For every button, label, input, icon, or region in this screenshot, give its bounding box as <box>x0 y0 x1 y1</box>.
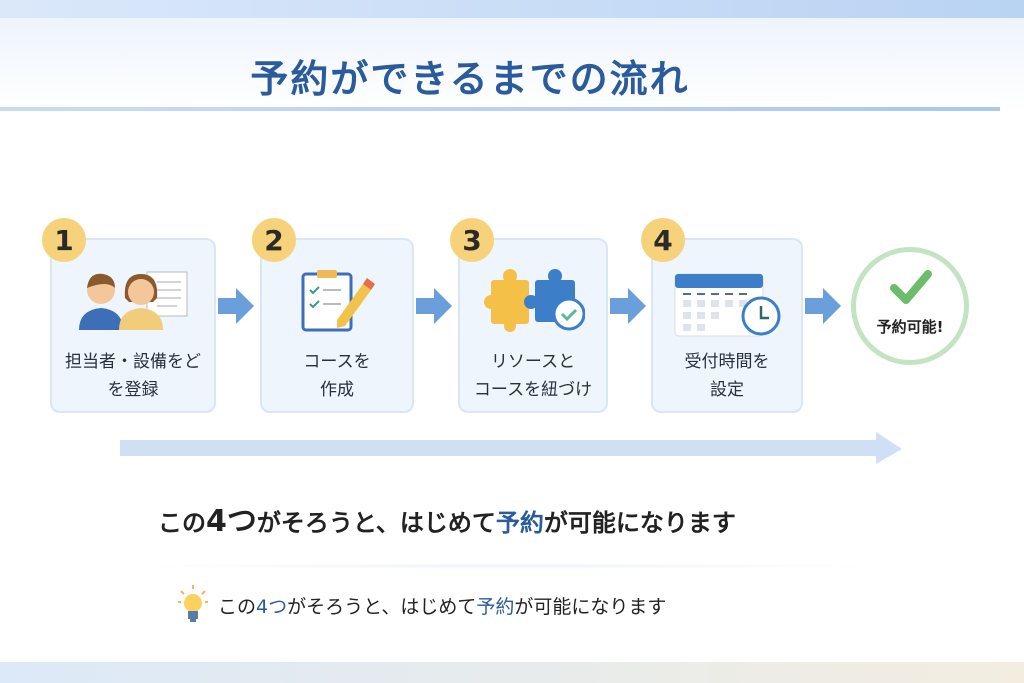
step-number-badge-1: 1 <box>42 218 86 262</box>
tip-part: が可能になります <box>514 595 667 618</box>
tip-part: この <box>218 595 257 618</box>
tip-highlight-count: 4つ <box>256 595 288 618</box>
msg-part: この <box>158 509 206 537</box>
check-icon <box>890 270 932 304</box>
lightbulb-icon <box>178 585 208 622</box>
step-1-label-line2: を登録 <box>107 380 159 400</box>
arrow-right-icon <box>416 288 452 324</box>
step-card-3: リソースとコースを紐づけ <box>458 238 608 413</box>
step-number-badge-2: 2 <box>252 218 296 262</box>
step-card-2: コースを作成 <box>260 238 414 413</box>
people-icon <box>77 268 189 336</box>
step-number-badge-3: 3 <box>450 218 494 262</box>
msg-highlight-reserve: 予約 <box>495 509 544 537</box>
long-progress-arrow <box>120 432 902 464</box>
result-circle: 予約可能! <box>851 247 969 365</box>
step-4-label-line2: 設定 <box>710 380 744 400</box>
step-1-label-line1: 担当者・設備をど <box>65 352 201 372</box>
result-label: 予約可能! <box>876 318 944 336</box>
header-background <box>0 18 1024 113</box>
divider <box>130 563 890 569</box>
top-band <box>0 0 1024 18</box>
step-number-badge-4: 4 <box>641 218 685 262</box>
calendar-clock-icon <box>671 268 783 342</box>
step-card-1: 担当者・設備をどを登録 <box>50 238 216 413</box>
step-2-label-line1: コースを <box>303 352 371 372</box>
arrow-right-icon <box>218 288 254 324</box>
bottom-band <box>0 662 1024 683</box>
tip-highlight-reserve: 予約 <box>476 595 515 618</box>
msg-part: が可能になります <box>543 509 736 537</box>
step-card-4: 受付時間を設定 <box>651 238 803 413</box>
arrow-right-icon <box>805 288 841 324</box>
clipboard-pencil-icon <box>297 268 377 336</box>
arrow-right-icon <box>610 288 646 324</box>
step-3-label-line1: リソースと <box>490 352 576 372</box>
tip-row: この4つがそろうと、はじめて予約が可能になります <box>178 585 666 625</box>
title-underline <box>0 107 1000 111</box>
step-2-label-line2: 作成 <box>320 380 354 400</box>
summary-message: この4つがそろうと、はじめて予約が可能になります <box>158 496 736 540</box>
step-4-label-line1: 受付時間を <box>684 352 770 372</box>
tip-part: がそろうと、はじめて <box>287 595 477 618</box>
page-title: 予約ができるまでの流れ <box>250 57 690 101</box>
msg-part: がそろうと、はじめて <box>256 509 496 537</box>
msg-highlight-count: 4つ <box>206 504 257 539</box>
puzzle-icon <box>481 268 586 336</box>
step-3-label-line2: コースを紐づけ <box>473 380 593 400</box>
